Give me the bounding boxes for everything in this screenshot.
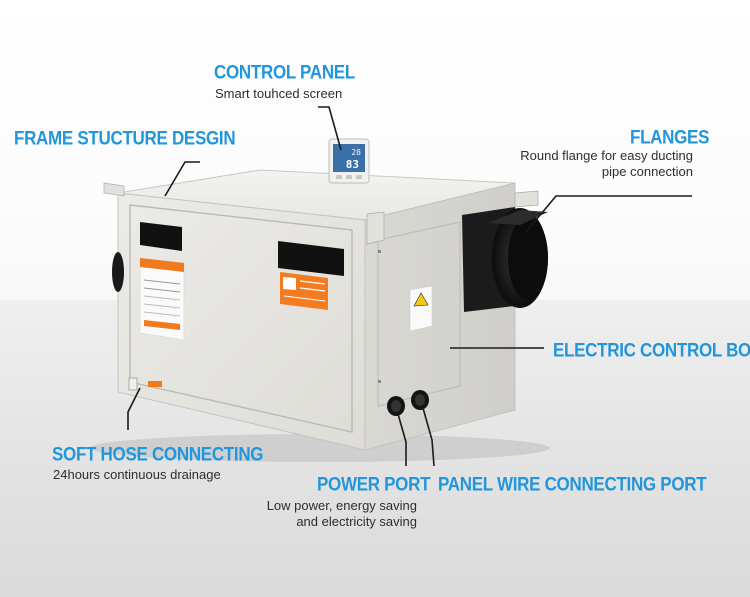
bracket-back-right: [514, 190, 539, 208]
electric-control-box-title: ELECTRIC CONTROL BOX: [553, 339, 750, 361]
display-line2: 83: [346, 158, 359, 171]
hose-fitting: [128, 377, 138, 391]
flanges-desc-line1: Round flange for easy ducting: [520, 148, 693, 163]
control-panel-desc: Smart touhced screen: [215, 86, 343, 101]
callout-leader-lines: [127, 106, 692, 467]
panel-wire-port-title: PANEL WIRE CONNECTING PORT: [438, 473, 707, 495]
electric-warning-sticker: [409, 285, 433, 332]
display-line1: 28: [351, 148, 361, 157]
power-port-desc-line1: Low power, energy saving: [266, 498, 417, 513]
small-tag: [148, 381, 162, 387]
flanges-desc-line2: pipe connection: [601, 164, 693, 179]
power-port-title: POWER PORT: [317, 473, 431, 495]
front-vent-right: [278, 241, 344, 276]
front-door-panel: [129, 204, 353, 433]
bracket-left: [103, 182, 125, 197]
power-port-desc-line2: and electricity saving: [296, 514, 417, 529]
front-vent-left: [140, 222, 182, 251]
electric-control-box: [377, 221, 461, 407]
control-panel-title: CONTROL PANEL: [214, 61, 355, 83]
left-flange: [112, 252, 124, 292]
product-label-header: [140, 258, 184, 272]
soft-hose-desc: 24hours continuous drainage: [53, 467, 221, 482]
ground-shadow: [90, 434, 550, 462]
bracket-front-right: [366, 211, 385, 245]
soft-hose-title: SOFT HOSE CONNECTING: [52, 443, 264, 465]
control-panel-screen: [333, 144, 365, 172]
flanges-title: FLANGES: [630, 126, 710, 148]
frame-title: FRAME STUCTURE DESGIN: [14, 127, 236, 149]
